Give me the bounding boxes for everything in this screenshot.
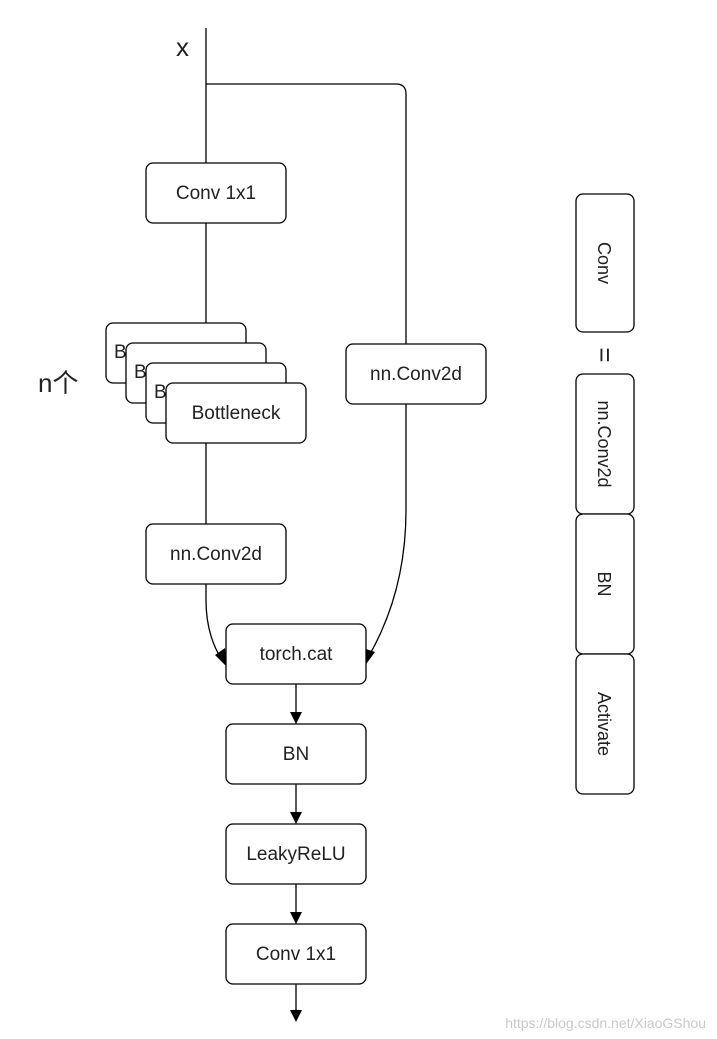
svg-text:nn.Conv2d: nn.Conv2d bbox=[594, 400, 614, 487]
svg-text:nn.Conv2d: nn.Conv2d bbox=[370, 364, 462, 385]
legend-equals: = bbox=[590, 347, 620, 362]
conv1x1-top-node: Conv 1x1 bbox=[145, 162, 287, 224]
side-branch-edge bbox=[206, 83, 407, 352]
act-to-conv-arrowhead bbox=[290, 912, 302, 924]
svg-text:BN: BN bbox=[594, 571, 614, 596]
svg-text:Conv: Conv bbox=[594, 242, 614, 284]
cat-to-bn-arrowhead bbox=[290, 712, 302, 724]
main-to-cat-edge bbox=[205, 584, 223, 661]
legend: Conv = nn.Conv2d BN Activate bbox=[575, 193, 635, 795]
svg-text:B: B bbox=[114, 342, 127, 363]
legend-activate-box: Activate bbox=[575, 653, 635, 795]
svg-text:BN: BN bbox=[283, 744, 309, 765]
bn-node: BN bbox=[225, 723, 367, 785]
output-arrowhead bbox=[290, 1010, 302, 1022]
svg-text:Activate: Activate bbox=[594, 692, 614, 756]
leakyrelu-node: LeakyReLU bbox=[225, 823, 367, 885]
svg-text:LeakyReLU: LeakyReLU bbox=[246, 844, 345, 865]
svg-text:Conv 1x1: Conv 1x1 bbox=[256, 944, 336, 965]
conv2d-side-node: nn.Conv2d bbox=[345, 343, 487, 405]
svg-text:nn.Conv2d: nn.Conv2d bbox=[170, 544, 262, 565]
bottleneck-stack: B B B Bottleneck bbox=[105, 322, 307, 444]
conv1x1-bottom-node: Conv 1x1 bbox=[225, 923, 367, 985]
input-label: x bbox=[176, 32, 189, 62]
main-to-cat-arrowhead bbox=[215, 648, 228, 668]
watermark: https://blog.csdn.net/XiaoGShou bbox=[505, 1015, 706, 1031]
conv2d-main-node: nn.Conv2d bbox=[145, 523, 287, 585]
bn-to-act-arrowhead bbox=[290, 812, 302, 824]
legend-bn-box: BN bbox=[575, 513, 635, 655]
torch-cat-node: torch.cat bbox=[225, 623, 367, 685]
svg-text:torch.cat: torch.cat bbox=[260, 644, 334, 665]
repeat-label: n个 bbox=[38, 368, 78, 398]
side-to-cat-edge bbox=[369, 404, 407, 655]
svg-text:B: B bbox=[134, 362, 147, 383]
bottleneck-node-4: Bottleneck bbox=[165, 382, 307, 444]
svg-text:Conv 1x1: Conv 1x1 bbox=[176, 183, 256, 204]
legend-conv2d-box: nn.Conv2d bbox=[575, 373, 635, 515]
svg-text:B: B bbox=[154, 382, 167, 403]
svg-text:Bottleneck: Bottleneck bbox=[192, 403, 281, 424]
legend-conv-box: Conv bbox=[575, 193, 635, 333]
